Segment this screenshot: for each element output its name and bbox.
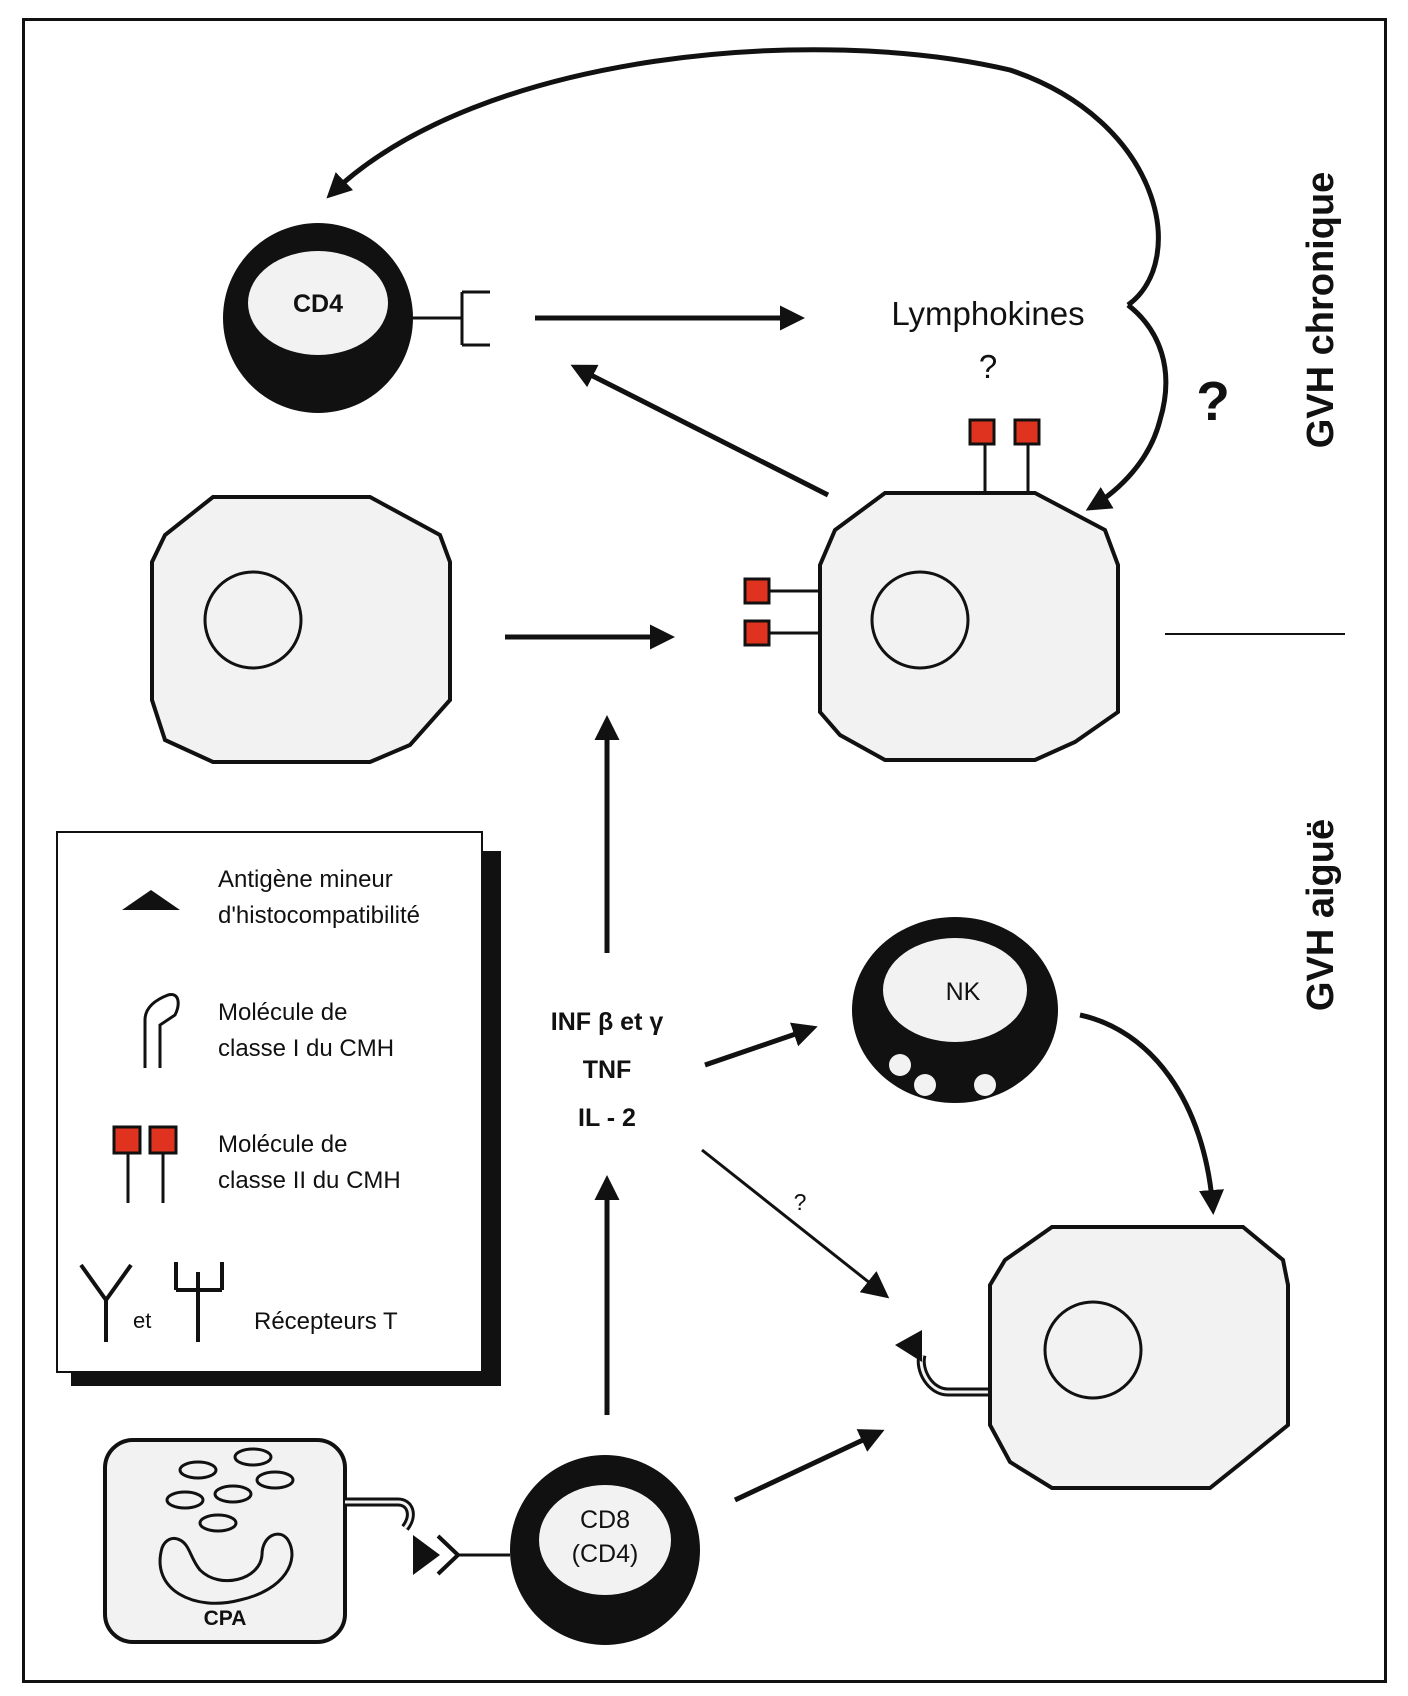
cytokine-inf: INF β et γ [551, 1008, 664, 1036]
legend-t-receptor-fork-icon [174, 1262, 224, 1342]
cpa-cell: CPA [103, 1438, 347, 1644]
cd4-t-receptor [413, 290, 490, 347]
lymphokines-question: ? [979, 348, 997, 385]
cd8-sub-label: (CD4) [572, 1540, 639, 1568]
legend-item1-line1: Antigène mineur [218, 866, 393, 893]
small-question-mark: ? [794, 1189, 807, 1215]
gvh-chronique-label: GVH chronique [1300, 172, 1342, 449]
arrow-cytokines-to-nk [704, 1022, 818, 1068]
legend-et: et [133, 1308, 151, 1333]
cpa-class1-molecule [345, 1497, 415, 1531]
arrow-nk-to-target [1079, 1012, 1225, 1215]
class2-molecules-left [743, 577, 820, 647]
cytokine-il2: IL - 2 [578, 1104, 636, 1132]
arrow-cell-to-cd4 [570, 364, 830, 498]
cpa-label: CPA [204, 1607, 247, 1630]
target-cell [988, 1225, 1290, 1490]
cd4-label: CD4 [293, 290, 343, 318]
loop-arrow-to-cd4 [326, 47, 1161, 308]
lymphokines-brace [1085, 303, 1169, 511]
legend-item1-line2: d'histocompatibilité [218, 902, 420, 929]
host-cell-class2 [818, 491, 1120, 762]
arrow-cd8-to-target [733, 1429, 885, 1503]
cd4-cell: CD4 [223, 223, 413, 413]
class2-molecules-top [968, 418, 1041, 493]
lymphokines-label: Lymphokines [891, 295, 1084, 332]
legend-item3-line2: classe II du CMH [218, 1167, 401, 1194]
cpa-antigen-and-receptor [413, 1534, 510, 1576]
legend-box [56, 831, 501, 1386]
class1-molecule-with-antigen [895, 1330, 988, 1397]
legend-item3-line1: Molécule de [218, 1131, 347, 1158]
legend-item2-line2: classe I du CMH [218, 1035, 394, 1062]
nk-label: NK [946, 978, 981, 1006]
arrow-cytokines-to-target [701, 1148, 890, 1299]
legend-class2-icon [112, 1125, 178, 1203]
legend-item2-line1: Molécule de [218, 999, 347, 1026]
cd8-cell: CD8 (CD4) [510, 1455, 700, 1645]
gvh-aigue-label: GVH aiguë [1300, 819, 1342, 1011]
cd8-label: CD8 [580, 1506, 630, 1534]
nk-cell: NK [852, 917, 1058, 1103]
cytokine-tnf: TNF [583, 1056, 632, 1084]
legend-t-receptor-y-icon [79, 1263, 133, 1342]
legend-class1-icon [143, 993, 180, 1068]
legend-item4-label: Récepteurs T [254, 1308, 398, 1335]
host-cell-left [150, 495, 452, 764]
legend-antigen-icon [122, 890, 180, 910]
big-question-mark: ? [1196, 370, 1230, 432]
